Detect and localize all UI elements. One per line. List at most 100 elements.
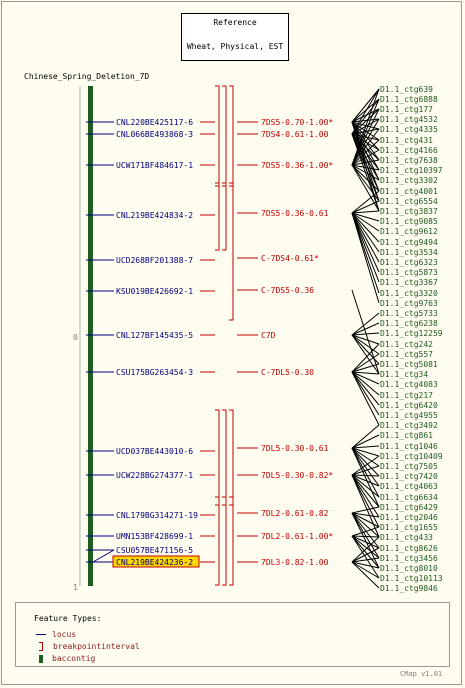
chromosome-bar[interactable]: [88, 86, 93, 586]
contig-label[interactable]: D1.1_ctg6888: [380, 95, 438, 104]
contig-label[interactable]: D1.1_ctg6429: [380, 503, 438, 512]
contig-link: [351, 212, 380, 283]
interval-label[interactable]: 7DS5-0.70-1.00*: [261, 118, 333, 127]
interval-label[interactable]: C-7DL5-0.30: [261, 368, 314, 377]
interval-label[interactable]: C-7DS5-0.36: [261, 286, 314, 295]
contig-label[interactable]: D1.1_ctg4063: [380, 482, 438, 491]
reference-map-box[interactable]: Reference Wheat, Physical, EST: [181, 13, 289, 61]
contig-label[interactable]: D1.1_ctg7505: [380, 462, 438, 471]
contig-label[interactable]: D1.1_ctg3367: [380, 278, 438, 287]
contig-label[interactable]: D1.1_ctg1046: [380, 442, 438, 451]
breakpoint-bracket[interactable]: [222, 182, 227, 251]
interval-label[interactable]: 7DL3-0.82-1.00: [261, 558, 329, 567]
contig-label[interactable]: D1.1_ctg6323: [380, 258, 438, 267]
contig-label[interactable]: D1.1_ctg3837: [380, 207, 438, 216]
breakpoint-bracket[interactable]: [229, 85, 234, 187]
contig-label[interactable]: D1.1_ctg6634: [380, 493, 438, 502]
locus-label[interactable]: CNL127BF145435-5: [116, 331, 193, 340]
contig-label[interactable]: D1.1_ctg242: [380, 340, 433, 349]
contig-label[interactable]: D1.1_ctg10113: [380, 574, 443, 583]
breakpoint-bracket[interactable]: [215, 409, 220, 506]
locus-label[interactable]: UCW171BF484617-1: [116, 161, 193, 170]
contig-label[interactable]: D1.1_ctg217: [380, 391, 433, 400]
breakpoint-bracket[interactable]: [229, 409, 234, 506]
interval-label[interactable]: 7DL2-0.61-1.00*: [261, 532, 333, 541]
breakpoint-bracket[interactable]: [229, 496, 234, 586]
locus-label[interactable]: CSU057BE471156-5: [116, 546, 193, 555]
contig-label[interactable]: D1.1_ctg9085: [380, 217, 438, 226]
contig-label[interactable]: D1.1_ctg4166: [380, 146, 438, 155]
contig-label[interactable]: D1.1_ctg8010: [380, 564, 438, 573]
contig-label[interactable]: D1.1_ctg3534: [380, 248, 438, 257]
contig-label[interactable]: D1.1_ctg639: [380, 85, 433, 94]
contig-label[interactable]: D1.1_ctg6420: [380, 401, 438, 410]
contig-label[interactable]: D1.1_ctg3456: [380, 554, 438, 563]
breakpoint-bracket[interactable]: [222, 85, 227, 187]
contig-label[interactable]: D1.1_ctg861: [380, 431, 433, 440]
contig-label[interactable]: D1.1_ctg177: [380, 105, 433, 114]
contig-label[interactable]: D1.1_ctg4955: [380, 411, 438, 420]
locus-label[interactable]: UCD037BE443010-6: [116, 447, 193, 456]
breakpoint-bracket[interactable]: [222, 409, 227, 506]
contig-link: [351, 371, 380, 385]
interval-label[interactable]: 7DL5-0.30-0.61: [261, 444, 329, 453]
locus-label[interactable]: CNL219BE424834-2: [116, 211, 193, 220]
contig-label[interactable]: D1.1_ctg7638: [380, 156, 438, 165]
contig-link: [351, 289, 380, 375]
contig-link: [351, 474, 380, 508]
contig-label[interactable]: D1.1_ctg431: [380, 136, 433, 145]
contig-label[interactable]: D1.1_ctg5733: [380, 309, 438, 318]
contig-label[interactable]: D1.1_ctg34: [380, 370, 428, 379]
legend-label: locus: [52, 630, 77, 639]
contig-label[interactable]: D1.1_ctg557: [380, 350, 433, 359]
interval-label[interactable]: C-7DS4-0.61*: [261, 254, 319, 263]
contig-label[interactable]: D1.1_ctg6554: [380, 197, 438, 206]
contig-label[interactable]: D1.1_ctg4335: [380, 125, 438, 134]
contig-label[interactable]: D1.1_ctg4083: [380, 380, 438, 389]
contig-label[interactable]: D1.1_ctg4001: [380, 187, 438, 196]
contig-link: [351, 424, 380, 449]
interval-label[interactable]: 7DS4-0.61-1.00: [261, 130, 329, 139]
locus-label[interactable]: UCW228BG274377-1: [116, 471, 193, 480]
contig-label[interactable]: D1.1_ctg2046: [380, 513, 438, 522]
interval-label[interactable]: 7DS5-0.36-1.00*: [261, 161, 333, 170]
contig-label[interactable]: D1.1_ctg9612: [380, 227, 438, 236]
contig-label[interactable]: D1.1_ctg433: [380, 533, 433, 542]
map-title[interactable]: Chinese_Spring_Deletion_7D: [24, 72, 150, 81]
locus-label[interactable]: KSU019BE426692-1: [116, 287, 193, 296]
contig-link: [351, 190, 380, 214]
contig-label[interactable]: D1.1_ctg5081: [380, 360, 438, 369]
breakpoint-bracket[interactable]: [229, 182, 234, 321]
contig-bar-icon: [39, 654, 43, 663]
breakpoint-bracket[interactable]: [215, 496, 220, 586]
locus-label[interactable]: CNL066BE493868-3: [116, 130, 193, 139]
contig-label[interactable]: D1.1_ctg8626: [380, 544, 438, 553]
locus-label[interactable]: CNL219BE424236-2: [116, 558, 193, 567]
contig-label[interactable]: D1.1_ctg9494: [380, 238, 438, 247]
contig-label[interactable]: D1.1_ctg7420: [380, 472, 438, 481]
interval-label[interactable]: 7DL2-0.61-0.82: [261, 509, 329, 518]
interval-label[interactable]: C7D: [261, 331, 276, 340]
contig-label[interactable]: D1.1_ctg3320: [380, 289, 438, 298]
breakpoint-bracket[interactable]: [222, 496, 227, 586]
locus-label[interactable]: CSU175BG263454-3: [116, 368, 193, 377]
contig-label[interactable]: D1.1_ctg1655: [380, 523, 438, 532]
locus-label[interactable]: UMN153BF428699-1: [116, 532, 193, 541]
locus-label[interactable]: CNL220BE425117-6: [116, 118, 193, 127]
contig-label[interactable]: D1.1_ctg3492: [380, 421, 438, 430]
locus-label[interactable]: UCD268BF201388-7: [116, 256, 193, 265]
interval-label[interactable]: 7DS5-0.36-0.61: [261, 209, 329, 218]
contig-label[interactable]: D1.1_ctg4532: [380, 115, 438, 124]
contig-label[interactable]: D1.1_ctg3302: [380, 176, 438, 185]
contig-label[interactable]: D1.1_ctg10409: [380, 452, 443, 461]
locus-label[interactable]: CNL179BG314271-19: [116, 511, 198, 520]
contig-label[interactable]: D1.1_ctg9763: [380, 299, 438, 308]
contig-label[interactable]: D1.1_ctg10397: [380, 166, 443, 175]
contig-label[interactable]: D1.1_ctg12259: [380, 329, 443, 338]
contig-label[interactable]: D1.1_ctg5873: [380, 268, 438, 277]
breakpoint-bracket[interactable]: [215, 85, 220, 187]
interval-label[interactable]: 7DL5-0.30-0.82*: [261, 471, 333, 480]
contig-label[interactable]: D1.1_ctg9846: [380, 584, 438, 593]
contig-label[interactable]: D1.1_ctg6238: [380, 319, 438, 328]
breakpoint-bracket[interactable]: [215, 182, 220, 251]
